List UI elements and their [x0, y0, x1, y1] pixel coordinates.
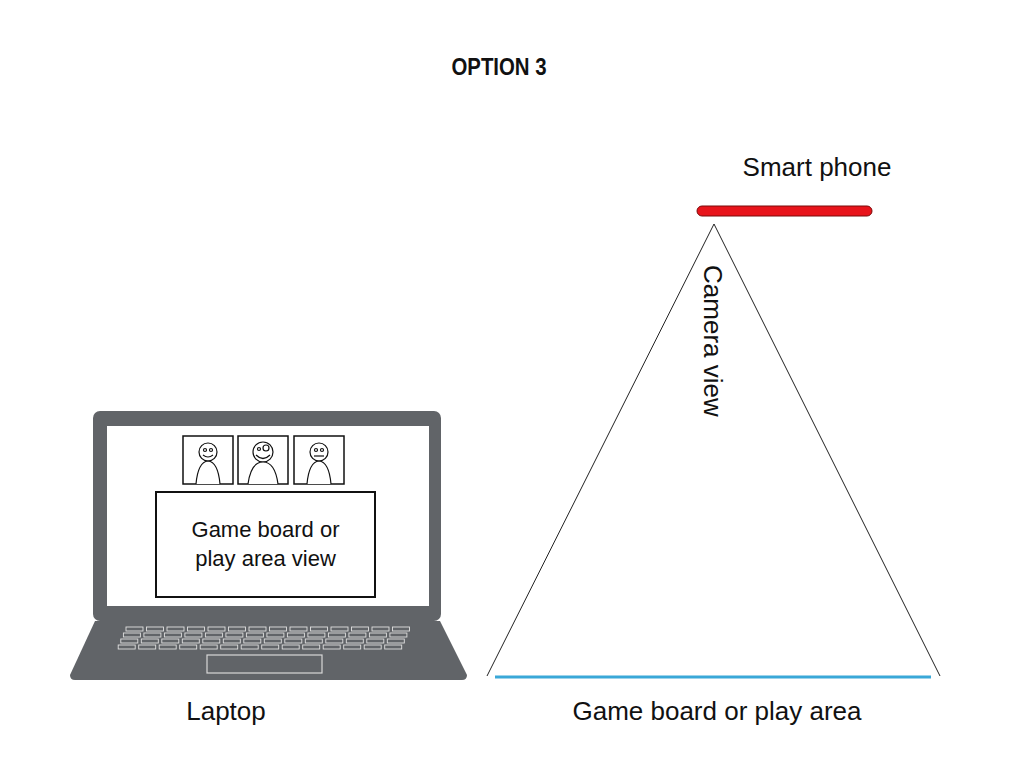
laptop-label: Laptop [186, 697, 266, 727]
laptop-screen [107, 426, 429, 606]
laptop-lid [93, 411, 441, 621]
node-text: Game board or play area view [171, 516, 361, 573]
title: OPTION 3 [452, 53, 547, 81]
keyboard [118, 627, 409, 649]
participant-faces [183, 436, 344, 484]
screen-view-box: Game board or play area view [155, 491, 376, 598]
game-board-label: Game board or play area [572, 697, 861, 727]
trackpad [207, 655, 322, 673]
camera-view-cone [487, 224, 940, 676]
camera-view-label: Camera view [697, 265, 727, 417]
phone-label: Smart phone [743, 153, 892, 183]
smart-phone [697, 206, 872, 216]
game-board-line [495, 676, 931, 679]
laptop-base [70, 621, 467, 680]
